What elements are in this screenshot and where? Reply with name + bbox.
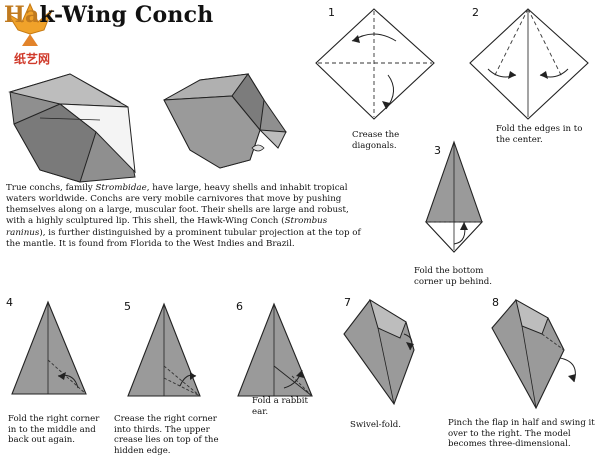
watermark-text: 纸艺网	[14, 52, 51, 66]
intro-family: Strombidae	[95, 183, 147, 193]
step-3-diagram	[424, 140, 484, 253]
step-5-diagram	[127, 302, 201, 397]
intro-text-1: True conchs, family	[6, 183, 96, 193]
step-4-caption: Fold the right corner in to the middle a…	[8, 414, 100, 446]
step-2-number: 2	[472, 6, 479, 19]
intro-text-3: ), is further distinguished by a promine…	[6, 227, 361, 249]
finished-conch-view-1	[8, 73, 136, 183]
step-6-caption: Fold a rabbit ear.	[252, 396, 308, 417]
step-2-diagram	[469, 8, 589, 120]
step-7-number: 7	[344, 296, 351, 309]
step-8-diagram	[491, 299, 576, 410]
step-2-caption: Fold the edges in to the center.	[496, 124, 583, 145]
step-3-caption: Fold the bottom corner up behind.	[414, 266, 492, 287]
step-7-diagram	[343, 298, 415, 406]
logo: 纸艺网	[0, 0, 64, 70]
step-4-diagram	[11, 300, 87, 395]
page-title: Hak-Wing Conch	[4, 2, 213, 28]
step-1-caption: Crease the diagonals.	[352, 130, 400, 151]
step-1-diagram	[315, 8, 435, 120]
step-5-caption: Crease the right corner into thirds. The…	[114, 414, 219, 457]
step-1-number: 1	[328, 6, 335, 19]
intro-species: Strombus raninus	[6, 216, 328, 238]
step-4-number: 4	[6, 296, 13, 309]
intro-text-2: , have large, heavy shells and inhabit t…	[6, 183, 349, 227]
intro-paragraph: True conchs, family Strombidae, have lar…	[6, 183, 366, 250]
step-8-number: 8	[492, 296, 499, 309]
step-5-number: 5	[124, 300, 131, 313]
step-6-diagram	[237, 302, 313, 397]
finished-conch-view-2	[163, 73, 287, 169]
step-7-caption: Swivel-fold.	[350, 420, 401, 430]
title-part-a: Ha	[4, 2, 40, 28]
paper-crane-logo-icon	[7, 2, 53, 46]
step-8-caption: Pinch the flap in half and swing it over…	[448, 418, 595, 450]
title-part-b: k-Wing Conch	[39, 2, 214, 28]
step-3-number: 3	[434, 144, 441, 157]
step-6-number: 6	[236, 300, 243, 313]
